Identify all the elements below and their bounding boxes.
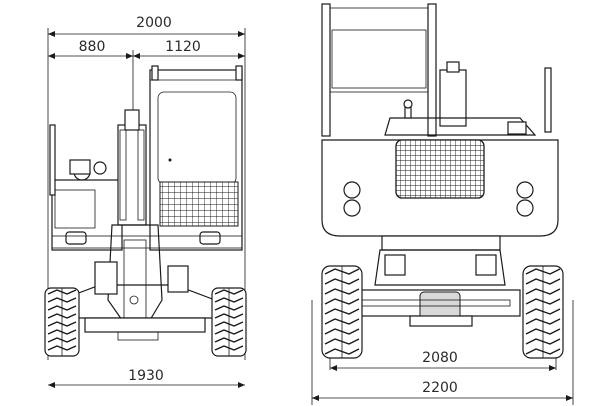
dim-wheel-track-rear: 2080 (330, 350, 556, 371)
dim-label-880: 880 (79, 39, 106, 55)
rear-cab (321, 3, 437, 137)
dim-label-2080: 2080 (422, 350, 458, 366)
rear-counterweight (321, 139, 559, 237)
dim-overall-width-rear: 2200 (312, 380, 573, 401)
dim-label-1120: 1120 (165, 39, 201, 55)
dim-label-2000: 2000 (136, 15, 172, 31)
dim-label-1930: 1930 (128, 368, 164, 384)
dim-label-2200: 2200 (422, 380, 458, 396)
front-wheel-right (211, 287, 247, 357)
front-wheel-left (44, 287, 80, 357)
front-view: 2000 880 1120 1930 (44, 15, 247, 388)
rear-wheel-left (321, 265, 363, 359)
rear-view: 2080 2200 (311, 3, 574, 405)
rear-engine-top (384, 61, 552, 136)
front-cab (149, 65, 243, 251)
front-engine-body (49, 124, 243, 251)
dim-offsets-front: 880 1120 (48, 39, 245, 59)
rear-undercarriage (359, 235, 521, 327)
rear-wheel-right (522, 265, 564, 359)
dim-overall-width-front: 2000 (48, 15, 245, 37)
dim-track-width-front: 1930 (48, 368, 245, 388)
